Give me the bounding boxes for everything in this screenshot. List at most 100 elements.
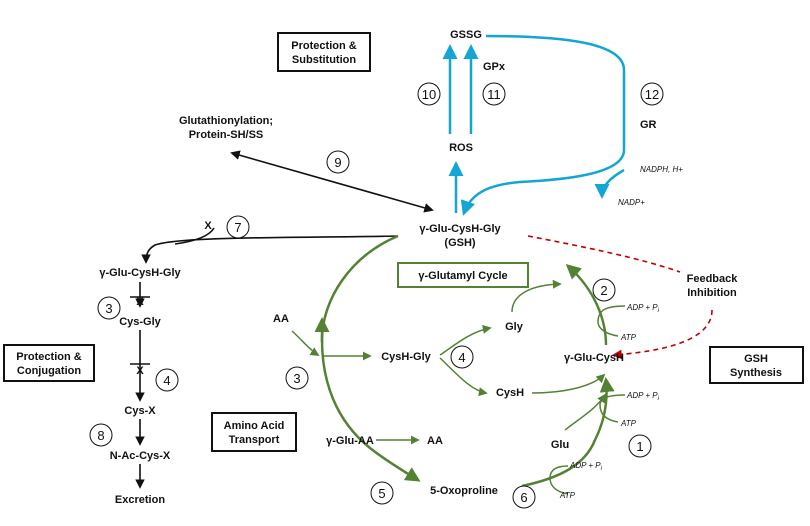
glu-label: Glu xyxy=(551,439,569,451)
labels: GSSG GPx GR ROS NADPH, H+ NADP+ Glutathi… xyxy=(99,29,738,506)
svg-text:4: 4 xyxy=(458,350,465,365)
svg-text:5: 5 xyxy=(378,486,385,501)
protection-substitution-box: Protection & Substitution xyxy=(277,32,371,72)
svg-text:9: 9 xyxy=(334,155,341,170)
adp-pi-label-1: ADP + Pi xyxy=(626,391,660,402)
excretion-label: Excretion xyxy=(115,494,165,506)
step-12-marker: 12 xyxy=(640,82,664,106)
atp-arrow-1 xyxy=(599,404,619,423)
step-3-marker: 3 xyxy=(97,296,121,320)
cysh-gly-label: CysH-Gly xyxy=(381,351,431,363)
glu-to-glucysh-arrow xyxy=(564,393,606,431)
glu-aa-label: γ-Glu-AA xyxy=(326,435,374,447)
cycle-right-lower-arc xyxy=(521,377,615,488)
svg-text:8: 8 xyxy=(97,428,104,443)
conjugated-gsh-label: γ-Glu-CysH-Gly xyxy=(99,267,181,279)
cysh-label: CysH xyxy=(496,387,524,399)
svg-text:11: 11 xyxy=(487,87,501,102)
step-7-marker: 7 xyxy=(226,215,250,239)
adp-arrow-6 xyxy=(549,465,569,479)
svg-text:4: 4 xyxy=(163,373,170,388)
svg-text:7: 7 xyxy=(234,220,241,235)
nadp-label: NADP+ xyxy=(618,198,645,207)
feedback-line xyxy=(527,235,681,273)
feedback-inhibition-arrow xyxy=(612,309,713,360)
glutamyl-cycle-box: γ-Glutamyl Cycle xyxy=(397,262,529,288)
step-1-marker: 1 xyxy=(628,434,652,458)
cysh-to-gluc-arrow xyxy=(531,373,606,394)
svg-text:10: 10 xyxy=(422,87,436,102)
gssg-label: GSSG xyxy=(450,29,482,41)
step-10-marker: 10 xyxy=(417,82,441,106)
aa-in-label: AA xyxy=(273,313,289,325)
adp-arrow-1 xyxy=(599,394,626,406)
ros-label: ROS xyxy=(449,142,473,154)
box-label: Protection & xyxy=(16,351,81,363)
atp-label-2: ATP xyxy=(620,333,637,342)
inhibition-label: Inhibition xyxy=(687,287,737,299)
gpx-label: GPx xyxy=(483,61,506,73)
cycle-inner-arrows xyxy=(291,279,626,495)
amino-acid-transport-box: Amino Acid Transport xyxy=(211,412,297,452)
x-conj-label: X xyxy=(136,296,144,308)
step-11-marker: 11 xyxy=(482,82,506,106)
gly-label: Gly xyxy=(505,321,524,333)
protein-sh-label: Protein-SH/SS xyxy=(189,129,264,141)
step-markers: 1 2 3 3 4 4 5 6 7 8 9 10 11 12 xyxy=(89,82,664,509)
n-ac-cys-x-label: N-Ac-Cys-X xyxy=(110,450,171,462)
svg-text:3: 3 xyxy=(105,301,112,316)
step-8-marker: 8 xyxy=(89,423,113,447)
step-4-marker: 4 xyxy=(155,368,179,392)
adp-pi-label-6: ADP + Pi xyxy=(569,461,603,472)
box-label: Protection & xyxy=(291,40,356,52)
cys-gly-label: Cys-Gly xyxy=(119,316,161,328)
gsh-synthesis-box: GSH Synthesis xyxy=(709,346,804,384)
step-5-marker: 5 xyxy=(370,481,394,505)
gsh-label: γ-Glu-CysH-Gly xyxy=(419,223,501,235)
nadp-arrow xyxy=(594,168,625,199)
step-4-cycle-marker: 4 xyxy=(450,345,474,369)
x-conj-label: X xyxy=(136,365,144,377)
atp-arrow-2 xyxy=(597,321,619,337)
svg-text:6: 6 xyxy=(520,490,527,505)
cycle-left-arc xyxy=(320,234,421,482)
gsh-abbrev-label: (GSH) xyxy=(444,237,476,249)
x-label: X xyxy=(204,220,212,232)
svg-text:12: 12 xyxy=(645,87,659,102)
black-arrows xyxy=(130,150,434,489)
feedback-label: Feedback xyxy=(687,273,739,285)
box-label: Transport xyxy=(229,434,280,446)
gssg-to-gsh-arrow xyxy=(460,34,626,216)
box-label: Substitution xyxy=(292,54,356,66)
atp-label-1: ATP xyxy=(620,419,637,428)
aa-in-arrow xyxy=(291,330,320,356)
glutathionylation-arrow xyxy=(230,150,434,213)
step-6-marker: 6 xyxy=(512,485,536,509)
gr-label: GR xyxy=(640,119,657,131)
feedback-arrows xyxy=(527,235,713,360)
svg-text:3: 3 xyxy=(293,371,300,386)
redox-arrows xyxy=(442,34,626,216)
box-label: Synthesis xyxy=(730,367,782,379)
step-3-cycle-marker: 3 xyxy=(285,366,309,390)
svg-text:1: 1 xyxy=(636,439,643,454)
box-label: GSH xyxy=(744,353,768,365)
glu-cysh-label: γ-Glu-CysH xyxy=(564,352,624,364)
atp-label-6: ATP xyxy=(559,491,576,500)
to-gly-arrow xyxy=(439,325,492,356)
cys-x-label: Cys-X xyxy=(124,405,156,417)
aa-out-label: AA xyxy=(427,435,443,447)
step-9-marker: 9 xyxy=(326,150,350,174)
step-2-marker: 2 xyxy=(592,278,616,302)
oxoproline-label: 5-Oxoproline xyxy=(430,485,498,497)
glutathionylation-label: Glutathionylation; xyxy=(179,115,273,127)
box-label: Amino Acid xyxy=(224,420,285,432)
conjugation-arrow xyxy=(141,235,399,264)
x-input-line xyxy=(174,227,215,245)
cycle-right-upper-arc xyxy=(565,264,608,346)
gly-to-gsh-arrow xyxy=(511,279,562,313)
adp-pi-label-2: ADP + Pi xyxy=(626,303,660,314)
box-label: γ-Glutamyl Cycle xyxy=(418,270,507,282)
